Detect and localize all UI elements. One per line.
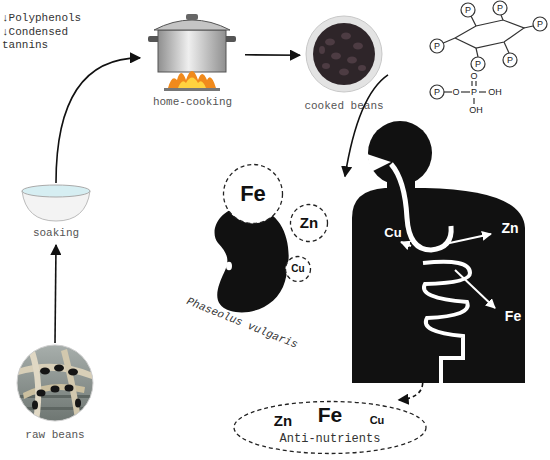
chemical-symbol: P xyxy=(430,86,444,98)
node-text: home-cooking xyxy=(135,96,250,109)
node-text: Fe xyxy=(315,403,345,427)
flow-arrow xyxy=(399,383,423,400)
chemical-symbol: P xyxy=(430,40,444,52)
node-text: raw beans xyxy=(5,429,105,442)
node-text: Cu xyxy=(362,414,392,427)
node-text: soaking xyxy=(6,227,106,240)
human-body-silhouette: Cu ZnFe xyxy=(345,118,530,383)
node-text: Cu xyxy=(284,263,312,275)
chemical-symbol: O xyxy=(449,86,463,98)
effect-note: ↓Condensed tannins xyxy=(2,26,82,51)
node-text: Zn xyxy=(495,220,525,236)
cooked-beans-photo: cooked beans xyxy=(300,14,388,112)
chemical-symbol: OH xyxy=(465,104,487,116)
mineral-circle: Cu xyxy=(284,255,312,283)
flow-arrow xyxy=(345,75,388,177)
cooking-pot: home-cooking xyxy=(140,8,245,112)
mineral-circle: Zn xyxy=(289,203,329,243)
chemical-symbol: P xyxy=(533,18,547,30)
chemical-symbol: O xyxy=(467,70,481,82)
flow-arrow xyxy=(245,54,300,56)
chemical-symbol: P xyxy=(467,86,481,98)
chemical-symbol: P xyxy=(461,4,475,16)
chemical-symbol: P xyxy=(493,2,507,14)
cooked-beans-photo-shape xyxy=(300,14,388,112)
human-body-silhouette-shape xyxy=(345,118,530,383)
node-text: Zn xyxy=(268,412,298,429)
chemical-symbol: P xyxy=(503,54,517,66)
node-text: cooked beans xyxy=(284,100,404,113)
soaking-bowl: soaking xyxy=(20,183,92,245)
node-text: Cu xyxy=(378,226,408,241)
node-text: Zn xyxy=(289,214,329,231)
chemical-symbol: P xyxy=(471,58,485,70)
flow-arrow xyxy=(56,58,140,183)
flow-arrow xyxy=(55,245,56,343)
anti-nutrient-ellipse: Zn Fe CuAnti-nutrients xyxy=(232,400,428,455)
raw-beans-photo: raw beans xyxy=(15,343,95,448)
node-text: Anti-nutrients xyxy=(250,433,410,447)
chemical-symbol: OH xyxy=(484,86,506,98)
node-text: Fe xyxy=(499,308,527,324)
node-text: Fe xyxy=(222,181,284,206)
mineral-circle: Fe xyxy=(222,163,284,225)
effect-note: ↓Polyphenols xyxy=(2,12,112,25)
